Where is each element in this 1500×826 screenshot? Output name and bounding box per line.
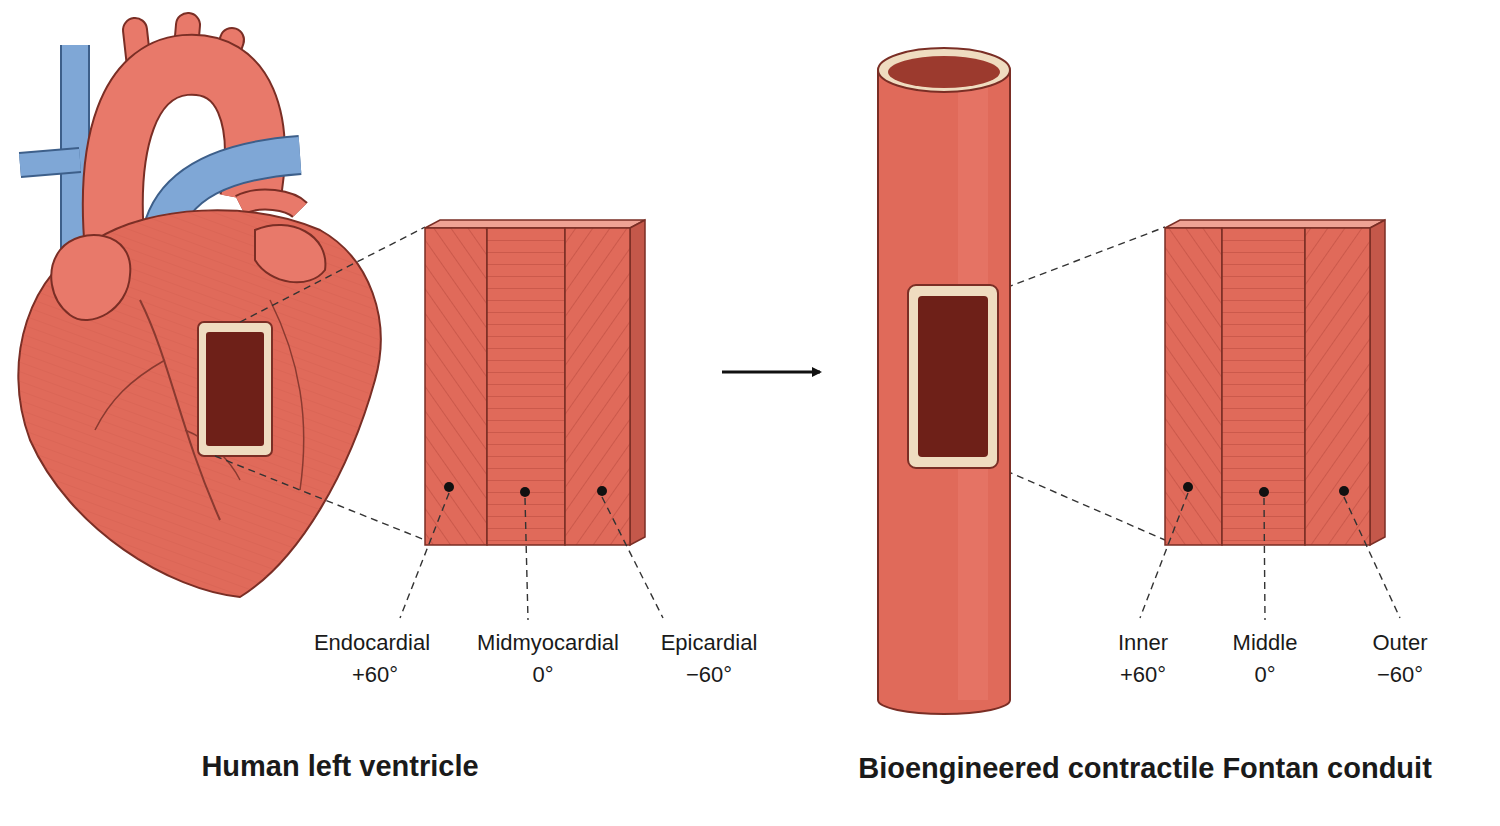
layer-dot [520,487,530,497]
caption: Bioengineered contractile Fontan conduit [858,753,1432,785]
fibre-angle: +60° [352,663,398,687]
fibre-angle: −60° [1377,663,1423,687]
layer-name: Midmyocardial [477,631,619,655]
layer [565,228,630,545]
tissue-block [400,220,663,620]
layer-dot [597,486,607,496]
layer-name: Outer [1372,631,1427,655]
transition-arrow [722,371,820,374]
fibre-angle: 0° [532,663,553,687]
leader-line [602,497,663,618]
layer [425,228,487,545]
fibre-angle: +60° [1120,663,1166,687]
fibre-angle: −60° [686,663,732,687]
caption: Human left ventricle [201,751,478,783]
tissue-block [1140,220,1400,620]
layer-name: Middle [1233,631,1298,655]
heart-window [198,322,272,456]
leader-line [1344,497,1400,618]
leader-line [525,498,528,620]
heart-illustration [18,25,380,597]
layer-hatch [425,228,487,545]
layer-dot [1259,487,1269,497]
leader-line [1140,493,1188,618]
layer-name: Endocardial [314,631,430,655]
layer-name: Epicardial [661,631,758,655]
layer-hatch [1305,228,1370,545]
layer-hatch [1222,228,1305,545]
layer [1222,228,1305,545]
layer-dot [1339,486,1349,496]
leader-line [400,493,449,618]
conduit-window [908,285,998,468]
layer-dot [444,482,454,492]
layer-hatch [1165,228,1222,545]
layer [1305,228,1370,545]
layer [487,228,565,545]
layer-name: Inner [1118,631,1168,655]
zoom-lines [215,227,1165,540]
layer-dot [1183,482,1193,492]
layer-hatch [565,228,630,545]
fibre-angle: 0° [1254,663,1275,687]
conduit-illustration [878,48,1010,714]
layer [1165,228,1222,545]
layer-hatch [487,228,565,545]
leader-line [1264,498,1265,620]
